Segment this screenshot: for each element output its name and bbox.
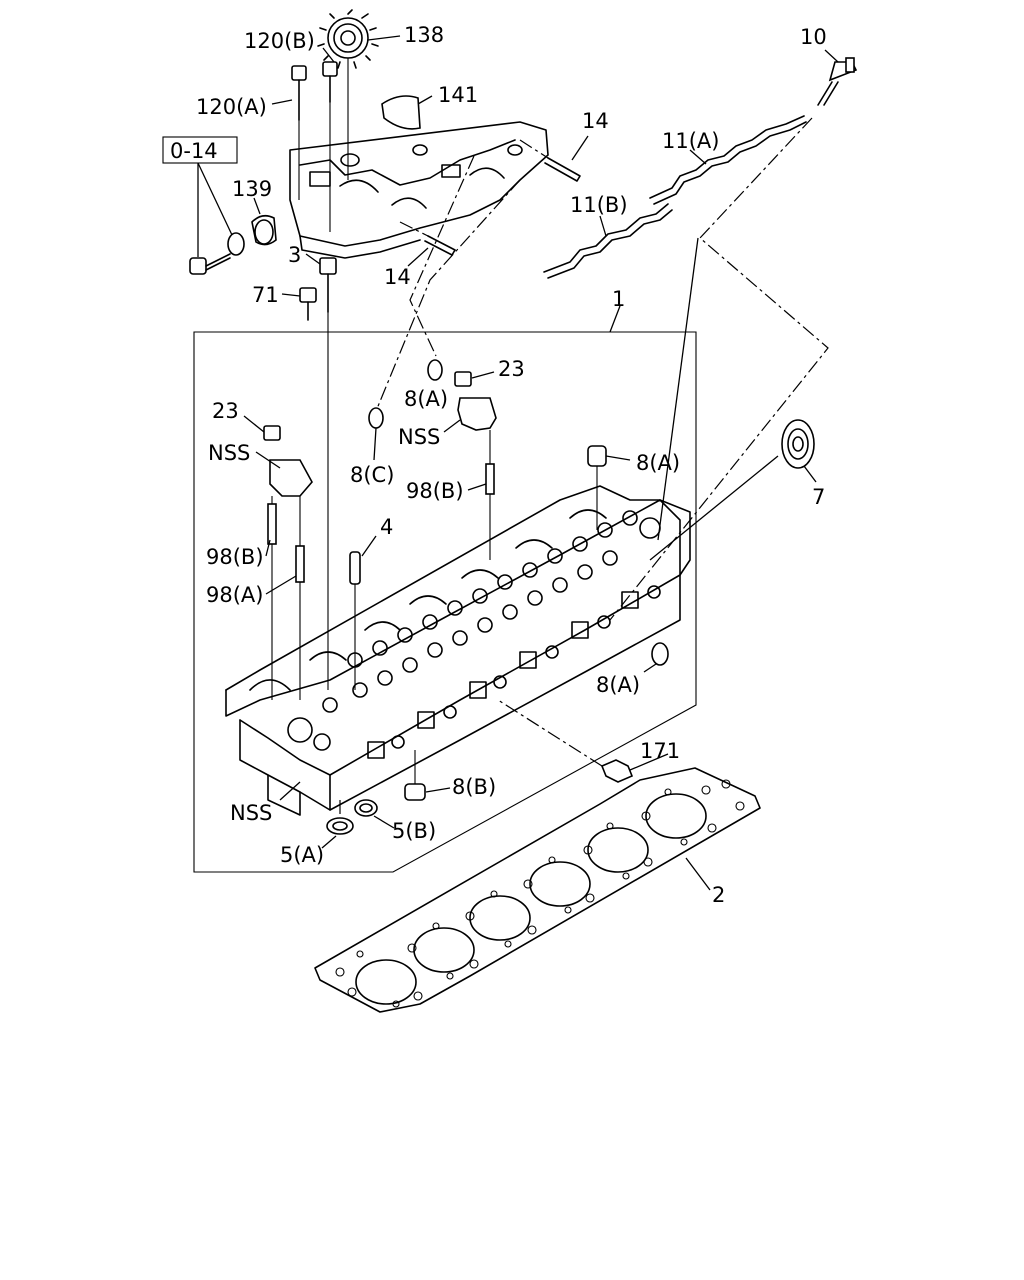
label-8a-lower: 8(A) bbox=[596, 673, 640, 697]
label-120b: 120(B) bbox=[244, 29, 315, 53]
label-14-bottom: 14 bbox=[384, 265, 411, 289]
cap-8a-top bbox=[427, 359, 443, 381]
dowel-4 bbox=[349, 551, 361, 690]
part-171 bbox=[497, 699, 634, 783]
bolt-71 bbox=[299, 287, 317, 321]
seal-5a bbox=[326, 817, 354, 835]
label-71: 71 bbox=[252, 283, 279, 307]
stud-98a bbox=[295, 545, 305, 583]
label-11b: 11(B) bbox=[570, 193, 628, 217]
label-4: 4 bbox=[380, 515, 393, 539]
seal-7 bbox=[781, 419, 815, 469]
bolt-0-14 bbox=[189, 253, 231, 275]
label-98a: 98(A) bbox=[206, 583, 263, 607]
cylinder-head bbox=[225, 485, 691, 816]
part-labels: 120(B) 138 120(A) 141 10 14 11(A) 0-14 1… bbox=[170, 23, 827, 907]
label-5a: 5(A) bbox=[280, 843, 324, 867]
washer-0-14 bbox=[227, 232, 245, 256]
cap-8c bbox=[368, 407, 384, 429]
seal-5b bbox=[354, 799, 378, 817]
harness-11b bbox=[543, 203, 673, 279]
cap-8b bbox=[404, 750, 426, 801]
label-98b-left: 98(B) bbox=[206, 545, 264, 569]
label-0-14: 0-14 bbox=[170, 139, 218, 163]
label-5b: 5(B) bbox=[392, 819, 436, 843]
label-23-left: 23 bbox=[212, 399, 239, 423]
label-8a-top: 8(A) bbox=[404, 387, 448, 411]
label-139: 139 bbox=[232, 177, 272, 201]
stud-14-top bbox=[519, 139, 581, 182]
label-141: 141 bbox=[438, 83, 478, 107]
cap-8a-lower bbox=[651, 642, 669, 666]
label-7: 7 bbox=[812, 485, 825, 509]
ref-box-0-14 bbox=[162, 136, 238, 164]
nut-23-left bbox=[263, 425, 313, 700]
head-gasket-2 bbox=[314, 767, 761, 1013]
part-139 bbox=[251, 214, 277, 246]
label-8a-right: 8(A) bbox=[636, 451, 680, 475]
label-120a: 120(A) bbox=[196, 95, 267, 119]
label-nss-left: NSS bbox=[208, 441, 250, 465]
bolt-120a bbox=[291, 65, 307, 200]
stud-98b-left bbox=[267, 503, 277, 545]
label-11a: 11(A) bbox=[662, 129, 719, 153]
leader-lines bbox=[243, 35, 839, 891]
label-10: 10 bbox=[800, 25, 827, 49]
glow-plug-10 bbox=[817, 57, 858, 106]
part-141 bbox=[381, 95, 421, 130]
camshaft-carrier-housing bbox=[289, 121, 549, 259]
label-8c: 8(C) bbox=[350, 463, 394, 487]
cylinder-head-kit-frame bbox=[193, 331, 697, 873]
label-3: 3 bbox=[288, 243, 301, 267]
bolt-120b bbox=[322, 61, 338, 232]
label-8b: 8(B) bbox=[452, 775, 496, 799]
label-171: 171 bbox=[640, 739, 680, 763]
label-2: 2 bbox=[712, 883, 725, 907]
label-138: 138 bbox=[404, 23, 444, 47]
stud-98b-right bbox=[485, 463, 495, 495]
label-98b-right: 98(B) bbox=[406, 479, 464, 503]
label-1: 1 bbox=[612, 287, 625, 311]
harness-11a bbox=[649, 115, 807, 205]
gear-138 bbox=[317, 9, 379, 180]
label-14-top: 14 bbox=[582, 109, 609, 133]
bolt-3 bbox=[319, 257, 337, 690]
label-nss-upper: NSS bbox=[398, 425, 440, 449]
nut-23-right bbox=[454, 371, 497, 560]
stud-14-bottom bbox=[399, 221, 456, 256]
label-nss-lower: NSS bbox=[230, 801, 272, 825]
label-23-right: 23 bbox=[498, 357, 525, 381]
